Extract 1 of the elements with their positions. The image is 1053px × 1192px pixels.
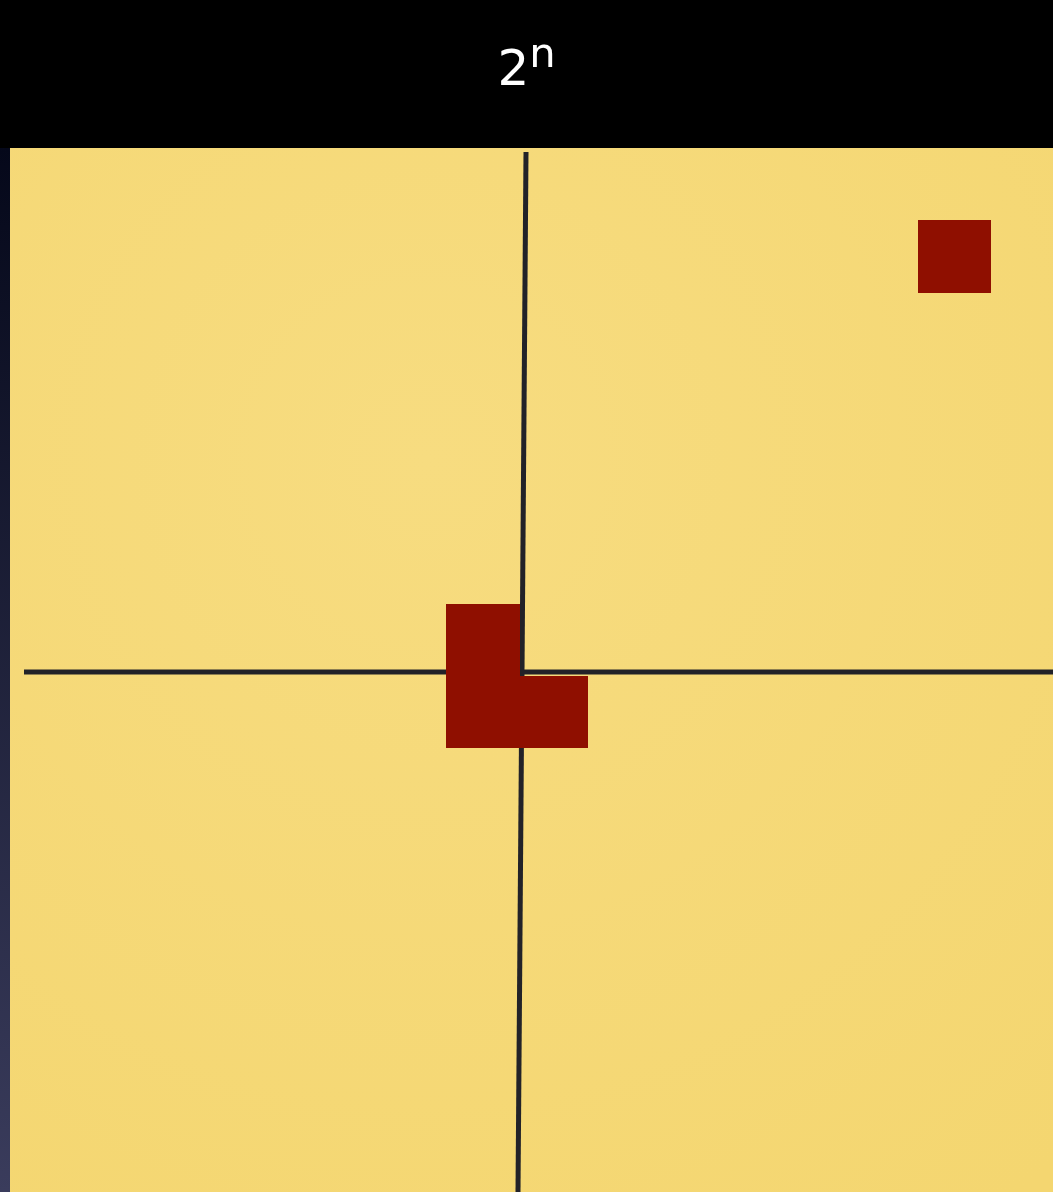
title: 2$^{n}$ [497, 27, 556, 99]
